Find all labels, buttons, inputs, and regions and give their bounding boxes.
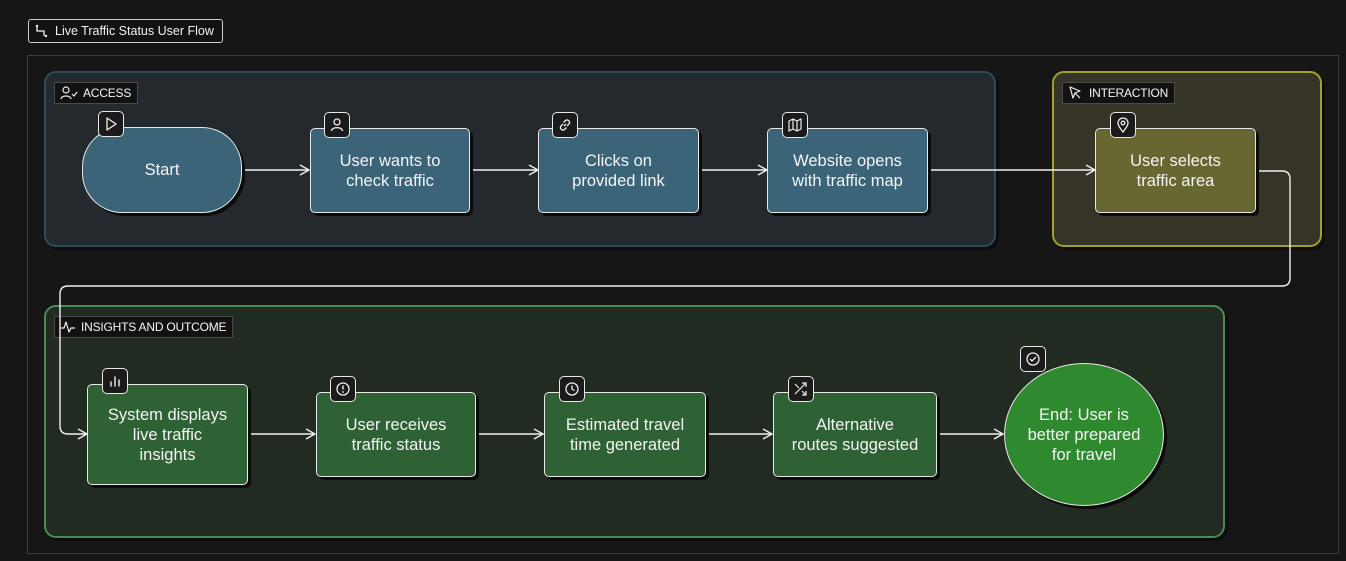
node-end[interactable]: End: User is better prepared for travel [1004, 363, 1164, 506]
node-user-wants[interactable]: User wants to check traffic [310, 128, 470, 213]
node-user-selects[interactable]: User selects traffic area [1095, 128, 1256, 213]
node-website-opens[interactable]: Website opens with traffic map [767, 128, 928, 213]
map-pin-icon [1110, 112, 1136, 138]
alert-circle-icon [330, 376, 356, 402]
activity-icon [61, 321, 75, 333]
diagram-frame [27, 55, 1339, 554]
group-label-interaction: INTERACTION [1062, 82, 1176, 104]
clock-icon [559, 376, 585, 402]
node-clicks-link[interactable]: Clicks on provided link [538, 128, 699, 213]
bar-chart-icon [102, 368, 128, 394]
flow-icon [35, 24, 48, 38]
shuffle-icon [788, 376, 814, 402]
play-icon [98, 111, 124, 137]
node-estimated-time[interactable]: Estimated travel time generated [544, 392, 706, 477]
group-label-text: INTERACTION [1089, 86, 1169, 100]
user-icon [324, 112, 350, 138]
map-icon [782, 112, 808, 138]
group-label-text: INSIGHTS AND OUTCOME [81, 320, 227, 334]
node-alternative-routes[interactable]: Alternative routes suggested [773, 392, 937, 477]
node-system-displays[interactable]: System displays live traffic insights [87, 384, 248, 485]
diagram-title: Live Traffic Status User Flow [55, 24, 214, 38]
cursor-icon [1069, 86, 1081, 99]
user-check-icon [60, 86, 78, 100]
group-label-insights: INSIGHTS AND OUTCOME [54, 316, 234, 338]
node-user-receives[interactable]: User receives traffic status [316, 392, 476, 477]
link-icon [552, 112, 578, 138]
node-start[interactable]: Start [82, 127, 242, 213]
edge-select-display [59, 170, 1291, 440]
group-label-text: ACCESS [83, 86, 132, 100]
check-circle-icon [1020, 346, 1046, 372]
group-label-access: ACCESS [54, 82, 139, 104]
diagram-title-chip[interactable]: Live Traffic Status User Flow [28, 19, 223, 43]
